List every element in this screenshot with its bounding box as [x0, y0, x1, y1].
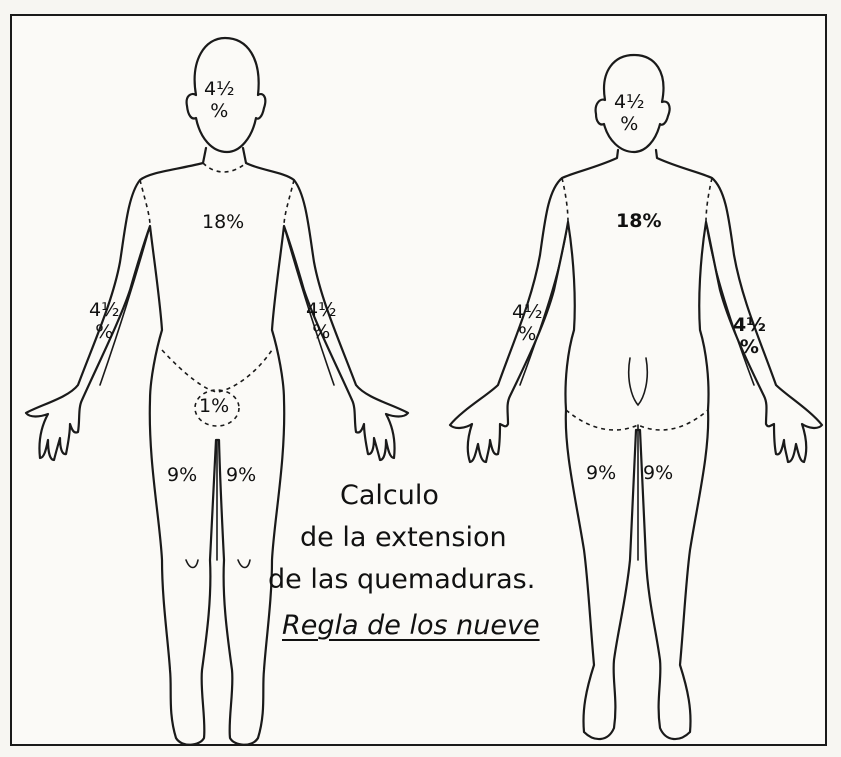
back-arm-left-label: 4½ %	[512, 302, 543, 346]
back-buttocks	[629, 358, 648, 405]
back-shoulder-right	[706, 178, 712, 222]
back-shoulder-left	[562, 178, 568, 222]
caption-line-1: Calculo	[340, 480, 439, 511]
front-arm-left-label: 4½ %	[89, 300, 120, 344]
front-hip-line	[162, 350, 272, 392]
back-head-label: 4½ %	[614, 92, 645, 136]
back-leg-right-label: 9%	[643, 464, 673, 483]
front-arm-right-label: 4½ %	[306, 300, 337, 344]
front-knee-right	[238, 560, 250, 568]
back-gluteal-line	[566, 410, 708, 430]
back-leg-left-label: 9%	[586, 464, 616, 483]
front-trunk-label: 18%	[202, 213, 244, 232]
back-body-outline	[450, 150, 822, 739]
front-shoulder-right	[284, 180, 294, 226]
back-trunk-label: 18%	[616, 212, 661, 231]
back-arm-right-label: 4½ %	[733, 315, 766, 359]
front-head-label: 4½ %	[204, 79, 235, 123]
front-shoulder-left	[140, 180, 150, 226]
caption-line-3: de las quemaduras.	[268, 564, 535, 595]
front-leg-left-label: 9%	[167, 466, 197, 485]
caption-line-2: de la extension	[300, 522, 507, 553]
front-neck-line	[203, 163, 246, 172]
caption-line-4: Regla de los nueve	[282, 610, 540, 641]
front-genital-label: 1%	[199, 397, 229, 416]
front-leg-right-label: 9%	[226, 466, 256, 485]
front-knee-left	[186, 560, 198, 568]
